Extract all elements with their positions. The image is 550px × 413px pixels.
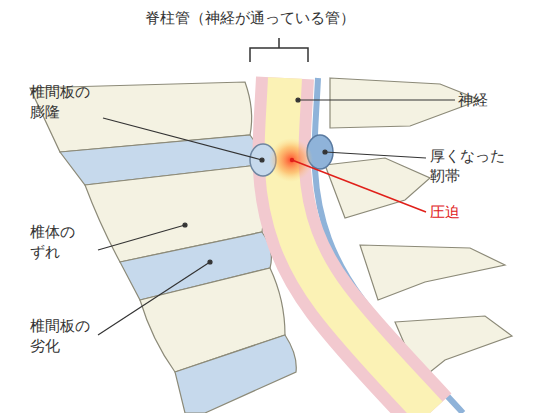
leader-lines xyxy=(98,98,455,335)
bracket xyxy=(250,38,308,62)
part-label: 厚くなった 靭帯 xyxy=(430,146,505,186)
part-label: 椎間板の 劣化 xyxy=(30,316,90,356)
compression-dot xyxy=(290,158,294,162)
compression-label: 圧迫 xyxy=(430,202,460,222)
part-label: 椎間板の 膨隆 xyxy=(30,82,90,122)
compression-leader xyxy=(292,160,426,212)
spinal-canal xyxy=(281,78,430,413)
nerve xyxy=(281,78,430,413)
part-label: 椎体の ずれ xyxy=(30,222,75,262)
compression-glow xyxy=(269,138,313,182)
part-label: 神経 xyxy=(458,90,488,110)
canal-label: 脊柱管（神経が通っている管） xyxy=(145,8,355,28)
